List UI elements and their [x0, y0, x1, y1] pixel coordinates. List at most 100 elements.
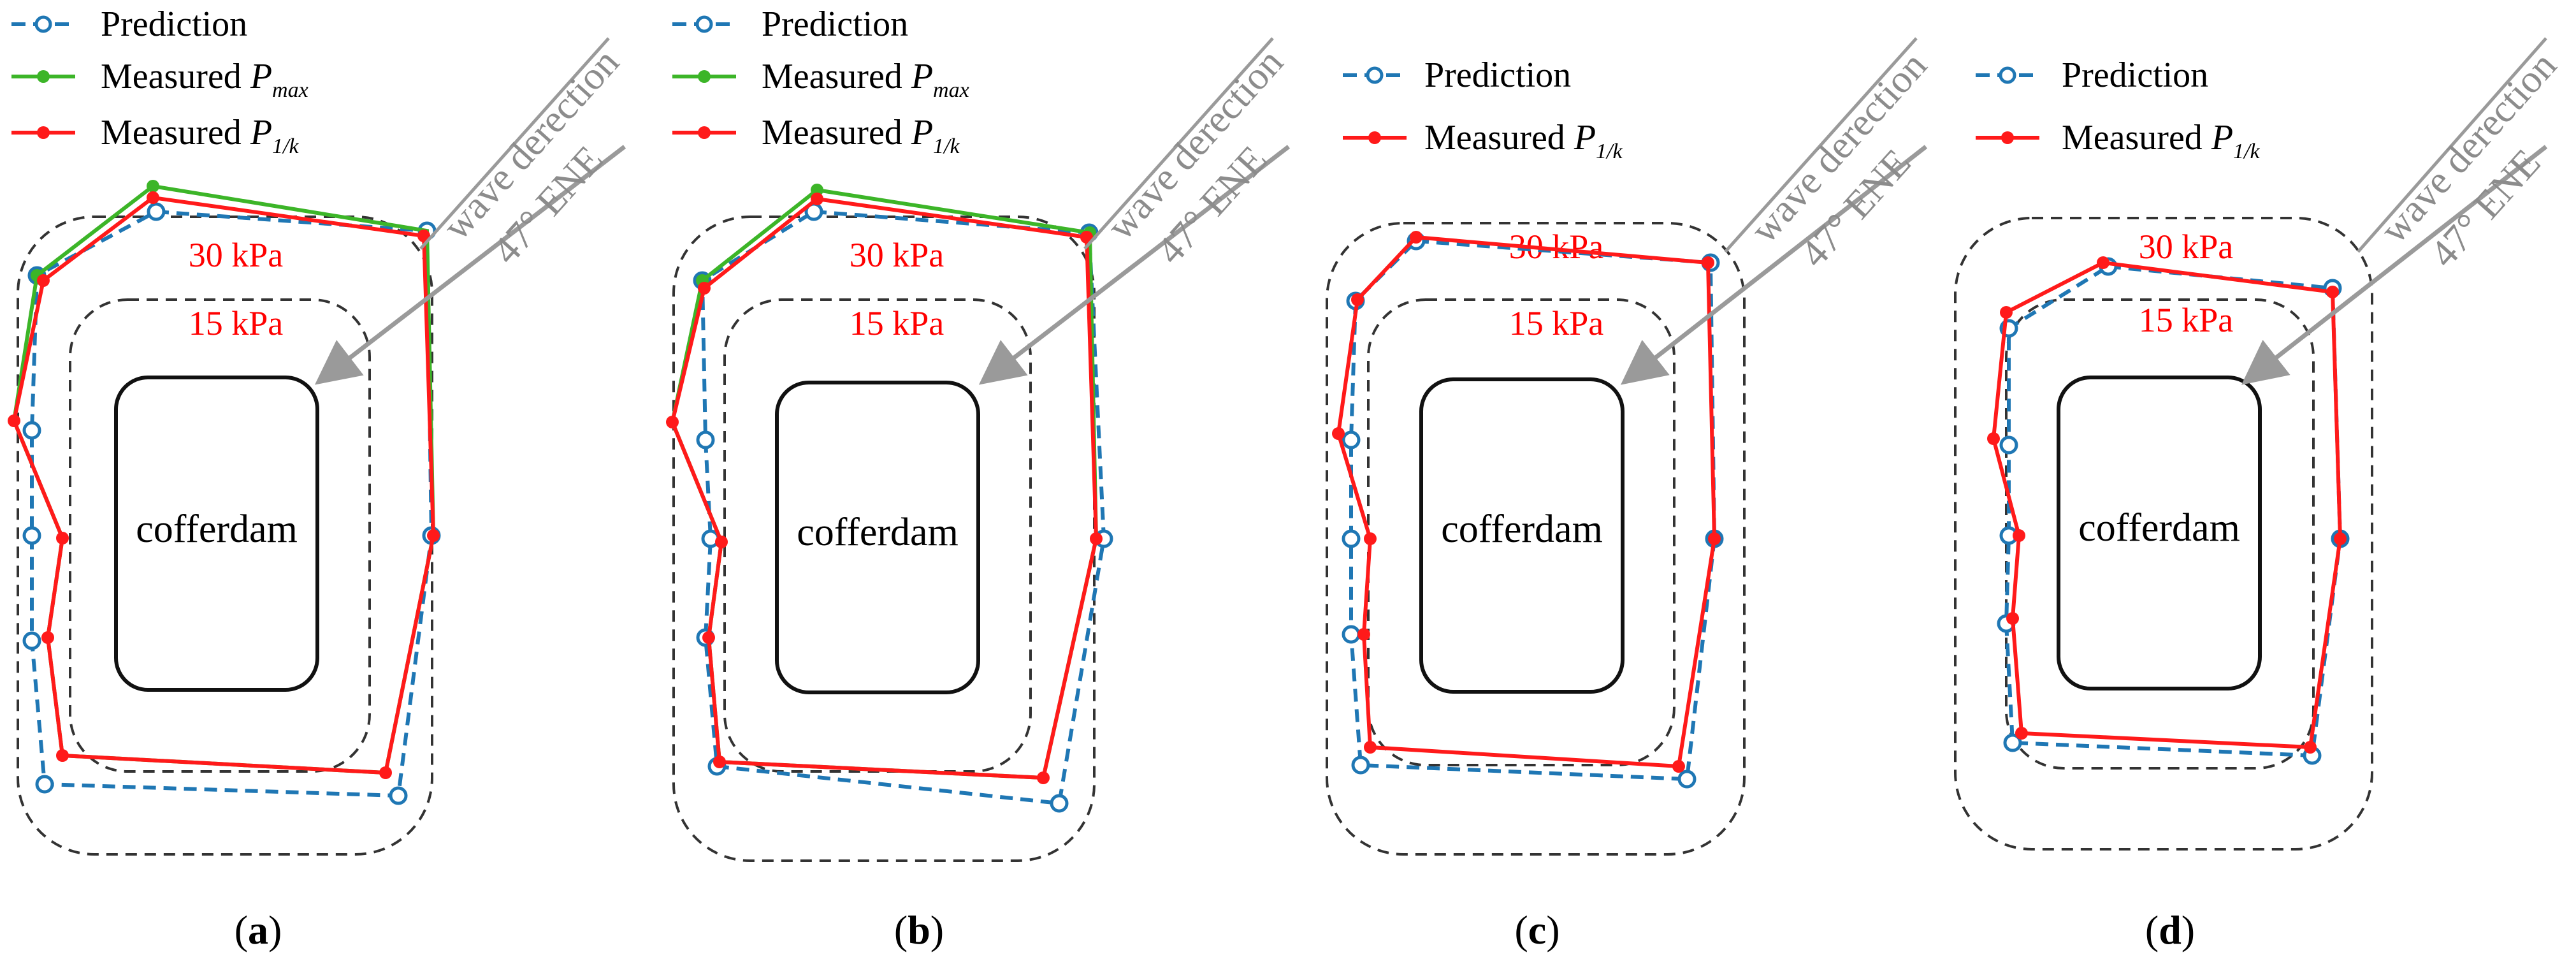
caption-a: (a)	[235, 907, 282, 953]
contour-15kpa	[1367, 298, 1675, 766]
prediction-polygon	[700, 209, 1106, 806]
p1k-point	[2013, 529, 2025, 542]
p1k-point	[1090, 532, 1103, 545]
legend-prediction-label: Prediction	[101, 4, 247, 44]
p1k-point	[666, 416, 679, 428]
p1k-point	[715, 536, 728, 548]
p1k-point	[147, 191, 159, 204]
prediction-point	[1342, 529, 1361, 548]
wave-direction: wave derection 47° ENE	[1620, 37, 1936, 385]
legend: Prediction Measured P1/k	[1343, 55, 1623, 163]
p1k-point	[2015, 727, 2028, 740]
p1k-point	[1672, 760, 1685, 773]
prediction-point	[1342, 430, 1361, 449]
label-15kpa: 15 kPa	[2139, 301, 2234, 339]
legend: Prediction Measured P1/k	[1976, 55, 2260, 163]
measured-p1k-markers	[8, 191, 440, 779]
p1k-point	[1702, 256, 1714, 269]
cofferdam-label: cofferdam	[797, 511, 959, 554]
prediction-point	[1677, 770, 1697, 789]
measured-p1k-markers	[666, 193, 1103, 784]
prediction-point	[22, 421, 41, 440]
legend-p1k-label: Measured P1/k	[1424, 118, 1623, 163]
wave-direction: wave derection 47° ENE	[2241, 37, 2565, 385]
p1k-point	[1351, 293, 1364, 306]
prediction-point	[1351, 756, 1370, 775]
p1k-point	[2326, 286, 2339, 298]
p1k-point	[2334, 532, 2347, 545]
legend-pmax-symbol	[672, 70, 736, 83]
prediction-point	[147, 202, 166, 221]
legend-p1k-label: Measured P1/k	[101, 113, 299, 158]
p1k-point	[2006, 612, 2019, 625]
wave-arrow	[314, 145, 626, 385]
legend-p1k-label: Measured P1/k	[2062, 118, 2260, 163]
legend-p1k-label: Measured P1/k	[762, 113, 960, 158]
p1k-point	[1332, 427, 1345, 440]
legend-p1k-symbol	[672, 126, 736, 139]
wave-underline	[2357, 37, 2547, 253]
contour-15kpa	[69, 298, 371, 773]
p1k-point	[698, 282, 711, 295]
panel-a: Prediction Measured Pmax Measured P1/k c…	[8, 4, 628, 953]
pmax-point	[147, 180, 159, 193]
prediction-point	[2003, 733, 2022, 752]
p1k-point	[1037, 771, 1050, 784]
contour-30kpa	[1954, 217, 2373, 851]
label-30kpa: 30 kPa	[2139, 228, 2234, 266]
p1k-point	[41, 631, 54, 644]
p1k-point	[1410, 231, 1422, 244]
p1k-point	[811, 193, 823, 205]
label-15kpa: 15 kPa	[850, 304, 944, 342]
p1k-point	[1708, 532, 1721, 545]
measured-p1k-polygon	[670, 196, 1099, 780]
cofferdam-label: cofferdam	[1441, 508, 1603, 551]
legend-prediction-label: Prediction	[1424, 55, 1571, 95]
wave-arrow	[2241, 145, 2548, 385]
p1k-point	[8, 414, 20, 427]
p1k-point	[37, 274, 50, 287]
cofferdam	[1419, 377, 1624, 694]
p1k-point	[1987, 432, 2000, 445]
measured-p1k-polygon	[1336, 235, 1717, 769]
prediction-point	[1342, 625, 1361, 644]
legend-prediction-symbol	[11, 15, 75, 33]
p1k-point	[713, 756, 726, 768]
contour-30kpa	[1326, 222, 1746, 856]
label-15kpa: 15 kPa	[1509, 304, 1604, 342]
panel-c: Prediction Measured P1/k cofferdam 30 kP…	[1326, 37, 1936, 953]
p1k-point	[56, 532, 69, 544]
panel-b: Prediction Measured Pmax Measured P1/k c…	[666, 4, 1292, 953]
label-30kpa: 30 kPa	[189, 236, 284, 274]
contour-15kpa	[2005, 298, 2315, 770]
p1k-point	[702, 631, 715, 644]
legend-p1k-symbol	[1343, 131, 1407, 144]
prediction-point	[22, 526, 41, 545]
prediction-point	[696, 430, 715, 449]
prediction-point	[1050, 794, 1069, 813]
legend: Prediction Measured Pmax Measured P1/k	[672, 4, 969, 158]
prediction-point	[22, 631, 41, 650]
legend-prediction-symbol	[672, 15, 736, 33]
cofferdam	[775, 381, 980, 694]
p1k-point	[417, 230, 430, 242]
p1k-point	[2097, 256, 2109, 269]
p1k-point	[427, 529, 440, 542]
pmax-point	[811, 184, 823, 196]
label-15kpa: 15 kPa	[189, 304, 284, 342]
panel-d: Prediction Measured P1/k cofferdam 30 kP…	[1954, 37, 2565, 953]
legend-pmax-label: Measured Pmax	[762, 57, 969, 102]
legend-p1k-symbol	[1976, 131, 2039, 144]
legend-pmax-label: Measured Pmax	[101, 57, 308, 102]
wave-direction: wave derection 47° ENE	[314, 37, 628, 385]
label-30kpa: 30 kPa	[850, 236, 944, 274]
cofferdam	[2057, 376, 2262, 690]
p1k-point	[56, 749, 69, 762]
wave-direction: wave derection 47° ENE	[978, 37, 1292, 385]
p1k-point	[2304, 741, 2317, 754]
wave-underline	[1724, 37, 1918, 253]
p1k-point	[1080, 231, 1093, 244]
caption-d: (d)	[2145, 907, 2195, 953]
legend-pmax-symbol	[11, 70, 75, 83]
